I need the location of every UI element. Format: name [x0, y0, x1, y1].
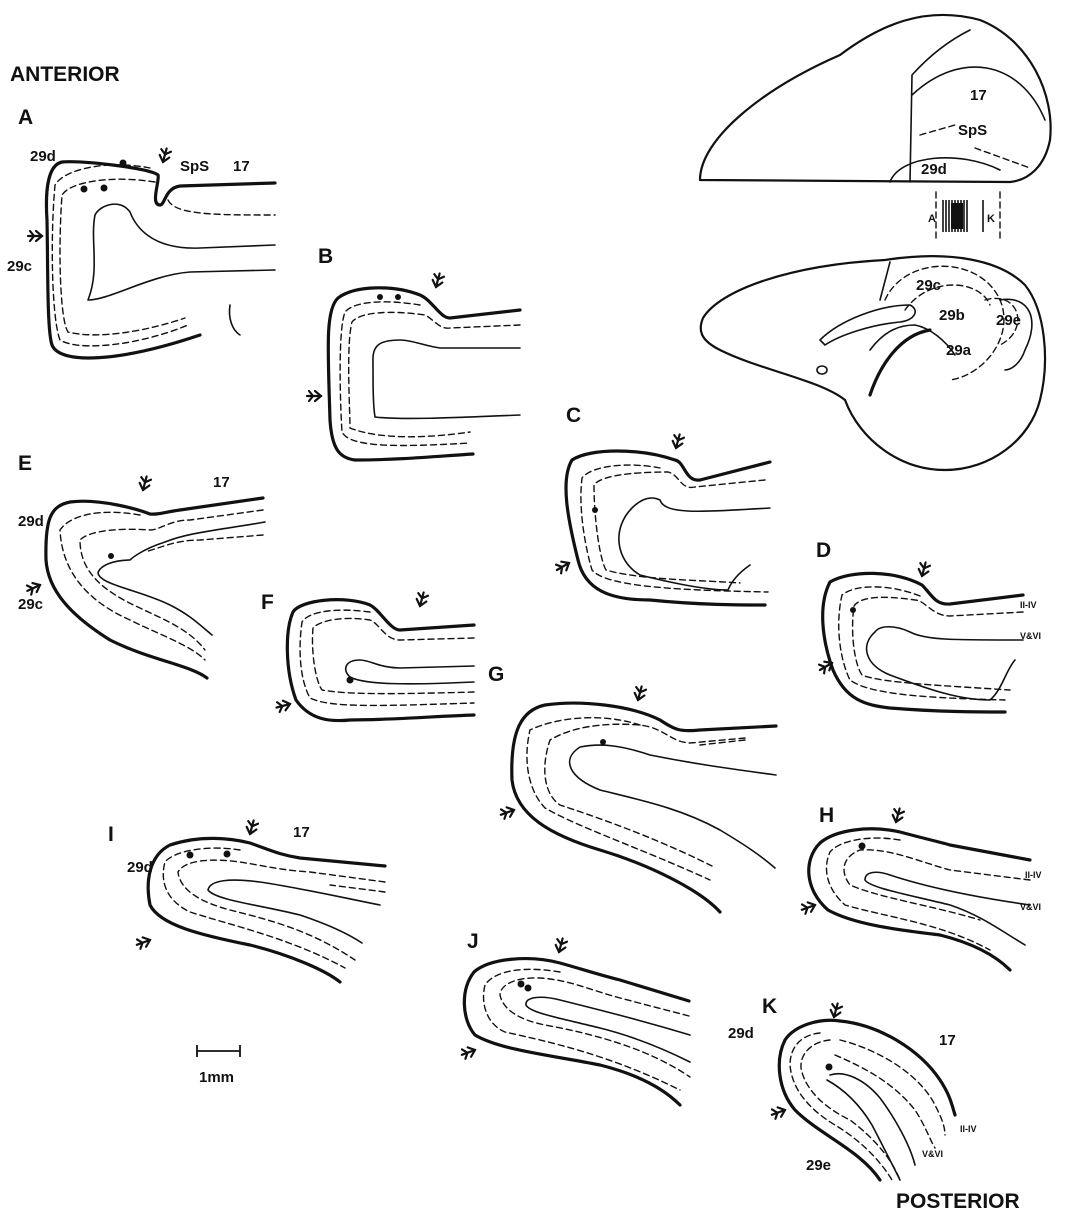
area-29c-label: 29c	[916, 277, 941, 294]
section-k-layer-lower: V&VI	[922, 1149, 943, 1159]
section-e-17-label: 17	[213, 474, 230, 491]
section-e-letter: E	[18, 452, 32, 475]
section-b-letter: B	[318, 245, 333, 268]
section-c: C	[554, 404, 770, 605]
section-i-29d-label: 29d	[127, 859, 153, 876]
section-h-layer-lower: V&VI	[1020, 902, 1041, 912]
brain-medial-view: 29c 29b 29e 29a	[701, 256, 1045, 470]
scale-bar-label: 1mm	[199, 1069, 234, 1086]
section-a-letter: A	[18, 106, 33, 129]
section-k: K 29d 17 29e II-IV V&VI	[728, 995, 977, 1180]
level-a-label: A	[928, 213, 936, 225]
section-d-layer-lower: V&VI	[1020, 631, 1041, 641]
level-k-label: K	[987, 213, 995, 225]
section-i-letter: I	[108, 823, 114, 846]
area-17-label: 17	[970, 87, 987, 104]
brain-lateral-view: 17 SpS 29d	[700, 15, 1051, 182]
area-29e-label: 29e	[996, 312, 1021, 329]
section-i: I 29d 17	[108, 819, 385, 982]
section-k-29e-label: 29e	[806, 1157, 831, 1174]
section-d-layer-upper: II-IV	[1020, 600, 1037, 610]
section-b: B	[307, 245, 520, 460]
section-c-letter: C	[566, 404, 581, 427]
section-f: F	[261, 591, 474, 721]
section-g: G	[488, 663, 776, 912]
section-j: J	[460, 930, 690, 1105]
section-k-letter: K	[762, 995, 777, 1018]
area-29a-label: 29a	[946, 342, 972, 359]
section-i-17-label: 17	[293, 824, 310, 841]
section-j-letter: J	[467, 930, 479, 953]
section-k-layer-upper: II-IV	[960, 1124, 977, 1134]
section-a-17-label: 17	[233, 158, 250, 175]
section-a-29c-label: 29c	[7, 258, 32, 275]
area-29d-label: 29d	[921, 161, 947, 178]
section-h-layer-upper: II-IV	[1025, 870, 1042, 880]
area-29b-label: 29b	[939, 307, 965, 324]
section-e: E 29d 29c 17	[18, 452, 265, 678]
section-d-letter: D	[816, 539, 831, 562]
section-e-29d-label: 29d	[18, 513, 44, 530]
anterior-label: ANTERIOR	[10, 63, 120, 86]
posterior-label: POSTERIOR	[896, 1190, 1020, 1213]
section-g-letter: G	[488, 663, 504, 686]
scale-bar: 1mm	[197, 1045, 240, 1086]
section-level-bar: A K	[928, 192, 1000, 240]
section-k-29d-label: 29d	[728, 1025, 754, 1042]
sps-label: SpS	[958, 122, 987, 139]
section-f-letter: F	[261, 591, 274, 614]
section-a-sps-label: SpS	[180, 158, 209, 175]
section-h: H II-IV V&VI	[800, 804, 1041, 970]
section-a: A 29d 29c SpS 17	[7, 106, 275, 358]
section-d: D II-IV V&VI	[816, 539, 1041, 712]
section-a-29d-label: 29d	[30, 148, 56, 165]
section-k-17-label: 17	[939, 1032, 956, 1049]
section-e-29c-label: 29c	[18, 596, 43, 613]
section-h-letter: H	[819, 804, 834, 827]
